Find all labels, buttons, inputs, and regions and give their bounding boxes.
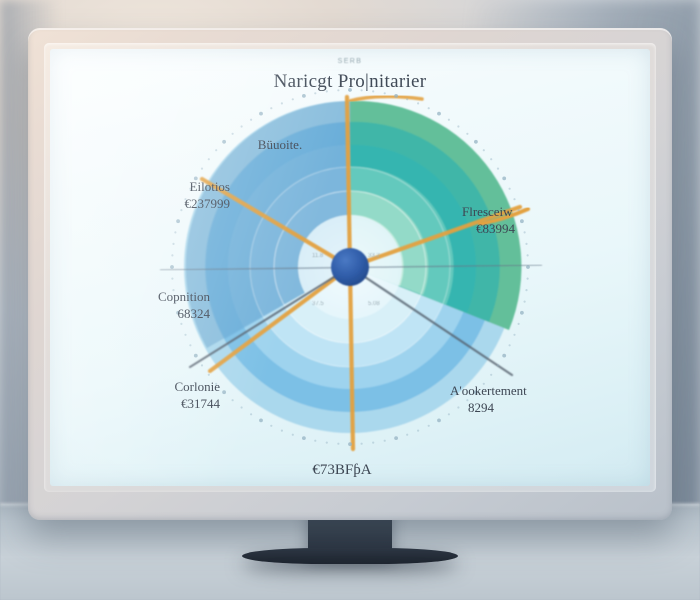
radial-chart[interactable]: SERB Naricgt Pro|nitarier Büuoite. Eilot…: [50, 49, 650, 486]
sector-label-upper-left-name: Eilotios: [189, 179, 230, 194]
monitor-stand-reflection: [230, 562, 470, 582]
sector-label-mid-left-name: Copnition: [157, 289, 210, 304]
chart-supertitle: SERB: [337, 58, 363, 65]
inner-tick-bottom-right: 5.08: [368, 301, 380, 307]
sector-label-upper-left[interactable]: Eilotios €237999: [80, 179, 231, 212]
sector-label-upper-right[interactable]: Flresceiw €83994: [462, 204, 632, 237]
sector-label-lower-left[interactable]: Corlonie €31744: [70, 379, 221, 412]
sector-label-bottom-center-name: €73BFƥA: [312, 462, 372, 478]
sector-label-bottom-center[interactable]: €73BFƥA: [242, 461, 442, 480]
inner-tick-bottom-left: 37.5: [312, 301, 324, 307]
monitor: SERB Naricgt Pro|nitarier Büuoite. Eilot…: [28, 28, 672, 520]
sector-label-lower-right[interactable]: A'ookertement 8294: [450, 383, 635, 416]
sector-label-lower-right-value: 8294: [468, 399, 494, 415]
monitor-stand-base: [242, 548, 458, 564]
sector-label-lower-left-value: €31744: [181, 395, 220, 411]
sector-label-upper-right-name: Flresceiw: [462, 204, 513, 219]
sector-label-upper-right-value: €83994: [476, 220, 515, 236]
chart-title: Naricgt Pro|nitarier: [273, 71, 427, 92]
monitor-screen[interactable]: SERB Naricgt Pro|nitarier Büuoite. Eilot…: [50, 49, 650, 486]
sector-label-lower-right-name: A'ookertement: [450, 383, 527, 398]
inner-tick-top-right: 33.2: [368, 253, 380, 259]
sector-label-top-center[interactable]: Büuoite.: [220, 137, 340, 154]
sector-label-mid-left-value: 68324: [177, 305, 211, 321]
sector-label-mid-left[interactable]: Copnition 68324: [60, 289, 210, 322]
inner-tick-top-left: 11.8: [312, 253, 324, 259]
sector-label-upper-left-value: €237999: [184, 195, 231, 211]
chart-hub: [331, 248, 369, 286]
sector-label-lower-left-name: Corlonie: [174, 379, 221, 394]
sector-label-top-center-name: Büuoite.: [257, 137, 303, 152]
